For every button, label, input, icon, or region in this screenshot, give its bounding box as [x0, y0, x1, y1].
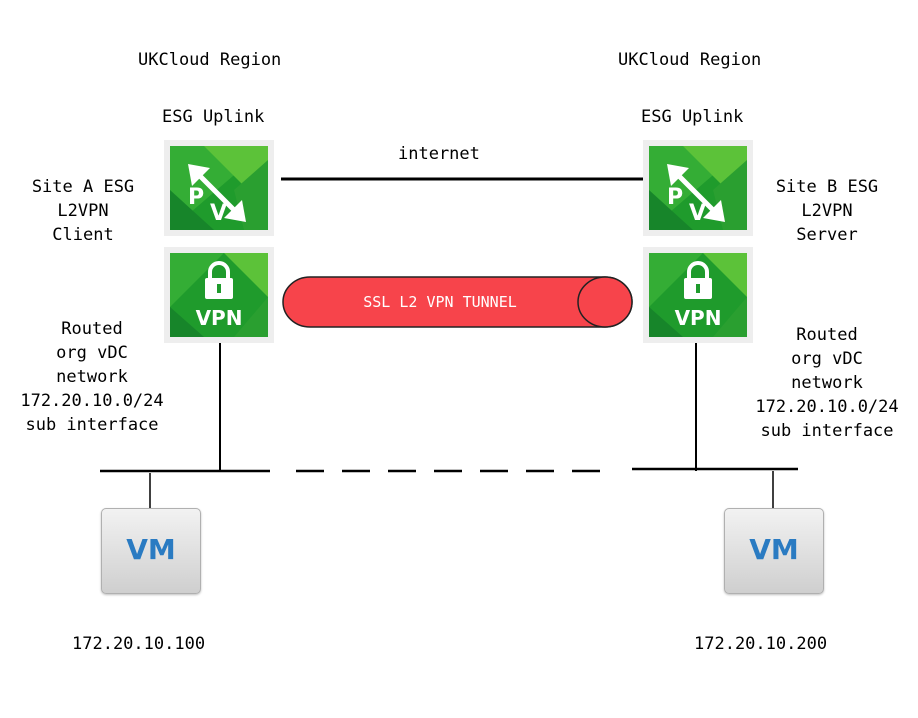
site-a-net-line1: Routed	[61, 319, 123, 339]
internet-label: internet	[398, 144, 480, 164]
svg-text:VPN: VPN	[196, 306, 243, 330]
svg-text:V: V	[210, 201, 227, 226]
site-a-esg-line2: L2VPN	[57, 201, 109, 221]
site-b-region-label: UKCloud Region	[618, 50, 762, 70]
site-b-net-line4: 172.20.10.0/24	[755, 397, 899, 417]
site-a-uplink-label: ESG Uplink	[162, 107, 265, 127]
site-b-net-line5: sub interface	[760, 421, 894, 441]
site-b-uplink-label: ESG Uplink	[641, 107, 744, 127]
site-b-esg-line2: L2VPN	[801, 201, 853, 221]
site-b-vm-ip: 172.20.10.200	[694, 634, 828, 654]
svg-text:VPN: VPN	[675, 306, 722, 330]
site-b-vpn-lock-icon: VPN	[643, 247, 753, 343]
site-a-net-line5: sub interface	[25, 415, 159, 435]
site-b-esg-line1: Site B ESG	[775, 177, 879, 197]
site-a-vpn-lock-icon: VPN	[164, 247, 274, 343]
site-a-edge-gateway-icon: P V	[164, 140, 274, 236]
site-a-esg-line3: Client	[52, 225, 114, 245]
site-b-esg-line3: Server	[796, 225, 858, 245]
site-a-esg-label: Site A ESG L2VPN Client	[18, 175, 148, 247]
site-a-esg-line1: Site A ESG	[31, 177, 135, 197]
site-a-vm-ip: 172.20.10.100	[72, 634, 206, 654]
site-a-net-line2: org vDC	[56, 343, 128, 363]
site-a-net-line4: 172.20.10.0/24	[20, 391, 164, 411]
site-b-edge-gateway-icon: P V	[643, 140, 753, 236]
site-a-network-label: Routed org vDC network 172.20.10.0/24 su…	[4, 317, 180, 437]
site-a-region-label: UKCloud Region	[138, 50, 282, 70]
site-b-net-line3: network	[791, 373, 863, 393]
site-b-net-line1: Routed	[796, 325, 858, 345]
ssl-vpn-tunnel: SSL L2 VPN TUNNEL	[282, 276, 633, 328]
site-a-vm-label: VM	[126, 533, 176, 566]
site-a-vm: VM	[101, 508, 201, 594]
site-b-net-line2: org vDC	[791, 349, 863, 369]
svg-text:P: P	[188, 185, 204, 210]
site-b-network-label: Routed org vDC network 172.20.10.0/24 su…	[737, 323, 917, 443]
site-b-esg-label: Site B ESG L2VPN Server	[762, 175, 892, 247]
site-a-net-line3: network	[56, 367, 128, 387]
site-b-vm: VM	[724, 508, 824, 594]
tunnel-end-cap	[577, 276, 633, 328]
tunnel-label: SSL L2 VPN TUNNEL	[363, 293, 517, 311]
svg-text:V: V	[689, 201, 706, 226]
site-b-vm-label: VM	[749, 533, 799, 566]
svg-text:P: P	[667, 185, 683, 210]
